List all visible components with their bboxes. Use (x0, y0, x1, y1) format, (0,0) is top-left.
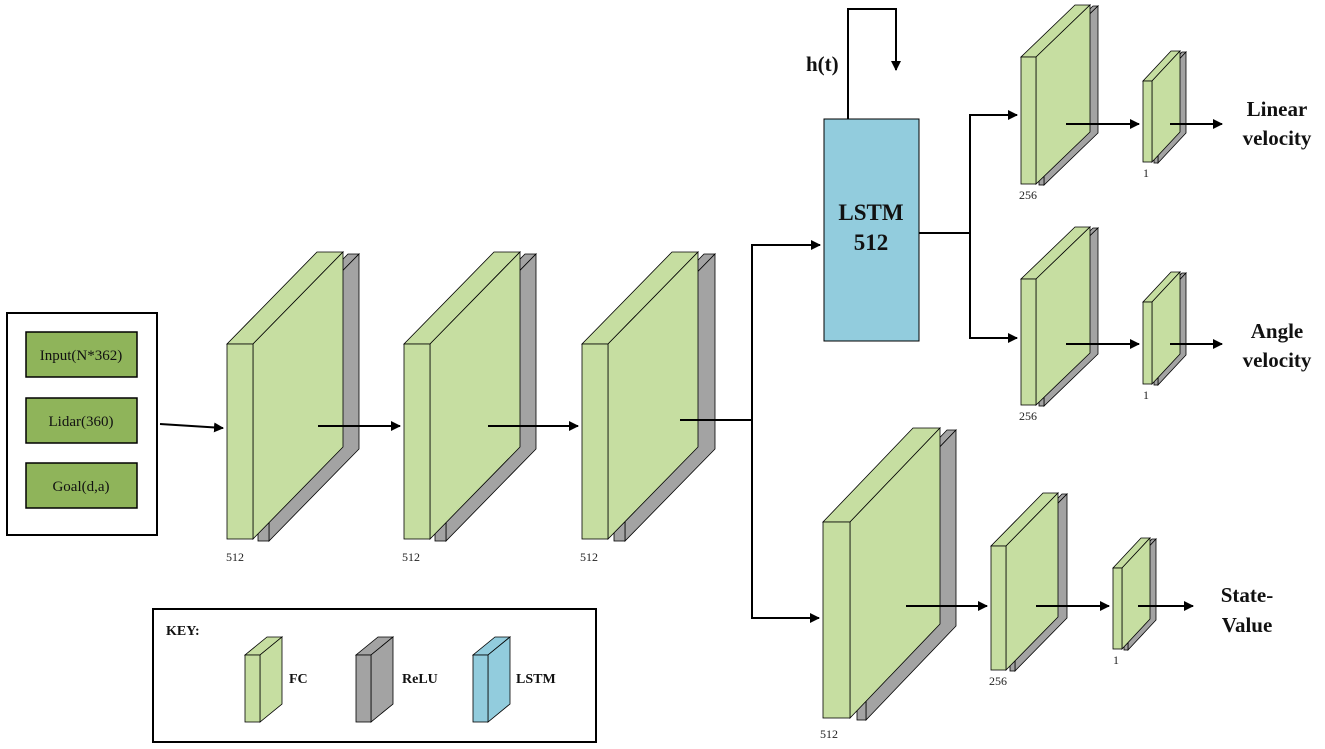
legend-title: KEY: (166, 624, 200, 639)
lstm-block: LSTM 512 h(t) (806, 52, 920, 342)
angle-out-size-label: 1 (1143, 388, 1149, 402)
linear-out-fc-front (1142, 80, 1153, 163)
linear-hidden-size-label: 256 (1019, 188, 1037, 202)
input-box-state (25, 331, 138, 378)
value-out-size-label: 1 (1113, 653, 1119, 667)
linear-velocity-label-line2: velocity (1243, 126, 1312, 150)
fc2-size-label: 512 (402, 550, 420, 564)
linear-out-size-label: 1 (1143, 166, 1149, 180)
state-value-label-line2: Value (1222, 613, 1273, 637)
linear-out-block: 1 (1142, 49, 1187, 180)
connections (159, 8, 1223, 623)
value-fc1-fc-front (822, 521, 851, 719)
linear-hidden-fc-side (1035, 4, 1091, 185)
value-fc2-size-label: 256 (989, 674, 1007, 688)
legend-lstm-swatch-front (472, 654, 489, 723)
fc1-size-label: 512 (226, 550, 244, 564)
angle-hidden-block: 256 (1019, 226, 1099, 423)
angle-velocity-label-line2: velocity (1243, 348, 1312, 372)
legend-lstm-label: LSTM (516, 672, 556, 687)
lstm-box (823, 118, 920, 342)
hidden-state-loop (847, 8, 901, 119)
value-out-fc-front (1112, 567, 1123, 650)
input-label-state: Input(N*362) (40, 348, 123, 364)
linear-hidden-block: 256 (1019, 4, 1099, 202)
angle-out-fc-front (1142, 301, 1153, 385)
angle-hidden-fc-side (1035, 226, 1091, 406)
input-box-goal (25, 462, 138, 509)
input-group: Input(N*362) Lidar(360) Goal(d,a) (6, 312, 158, 536)
fc2-block: 512 (402, 251, 537, 564)
fc1-block: 512 (226, 251, 360, 564)
angle-hidden-size-label: 256 (1019, 409, 1037, 423)
state-value-label-line1: State- (1221, 583, 1273, 607)
legend-relu-swatch-front (355, 654, 372, 723)
arrow-to-value-branch (751, 420, 820, 623)
linear-velocity-label-line1: Linear (1247, 97, 1308, 121)
input-label-goal: Goal(d,a) (52, 479, 109, 495)
lstm-size-label: 512 (854, 230, 889, 255)
fc1-fc-front (226, 343, 254, 540)
legend-relu-label: ReLU (402, 672, 438, 687)
legend-fc-swatch-front (244, 654, 261, 723)
legend-fc-label: FC (289, 672, 308, 687)
angle-velocity-label-line1: Angle (1251, 319, 1304, 343)
legend: KEY: FC ReLU LSTM (152, 608, 597, 743)
legend-relu-swatch (354, 636, 395, 723)
arrow-to-linear-branch (969, 110, 1018, 233)
fc3-block: 512 (580, 251, 716, 564)
linear-hidden-fc-front (1020, 56, 1037, 185)
input-label-lidar: Lidar(360) (49, 414, 114, 430)
fc2-fc-front (403, 343, 431, 540)
input-box-lidar (25, 397, 138, 444)
angle-out-block: 1 (1142, 270, 1187, 402)
lstm-name-label: LSTM (838, 200, 903, 225)
arrow-to-lstm (751, 240, 821, 420)
value-fc1-block: 512 (820, 427, 957, 741)
fc3-fc-front (581, 343, 609, 540)
value-fc1-size-label: 512 (820, 727, 838, 741)
angle-hidden-fc-front (1020, 278, 1037, 406)
value-fc2-fc-front (990, 545, 1007, 671)
value-out-block: 1 (1112, 536, 1157, 667)
hidden-state-label: h(t) (806, 52, 839, 76)
arrow-to-angle-branch (969, 233, 1018, 343)
value-fc2-block: 256 (989, 492, 1068, 688)
arrow-input-to-fc1 (159, 422, 224, 433)
legend-lstm-swatch (471, 636, 512, 723)
legend-fc-swatch (243, 636, 284, 723)
value-fc2-fc-side (1005, 492, 1059, 671)
fc3-size-label: 512 (580, 550, 598, 564)
